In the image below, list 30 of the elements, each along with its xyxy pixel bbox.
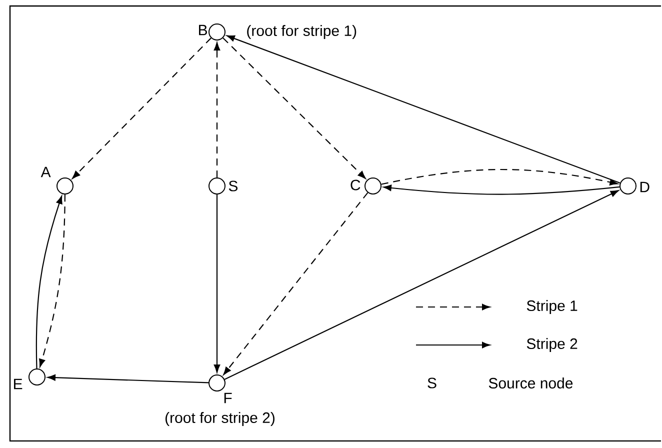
legend-text: Source node [488, 378, 573, 388]
arrow [214, 194, 220, 373]
node-circle [620, 178, 636, 194]
node-letter: S [228, 180, 238, 192]
arrow [381, 168, 618, 186]
node-letter: E [14, 378, 22, 390]
root-note: (root for stripe 1) [247, 25, 356, 39]
node-letter: B [199, 24, 207, 36]
legend-symbol: S [428, 378, 436, 388]
node-circle [208, 24, 226, 40]
arrow [47, 374, 209, 384]
node-letter: D [640, 182, 650, 192]
arrow [383, 184, 620, 195]
node-letter: A [40, 166, 51, 178]
arrow [222, 38, 366, 179]
node-circle [208, 178, 226, 194]
arrow [72, 38, 212, 179]
arrow [223, 192, 368, 375]
arrow [224, 190, 619, 380]
legend-label: Stripe 2 [526, 338, 578, 352]
node-circle [364, 178, 382, 194]
root-note: (root for stripe 2) [166, 412, 274, 426]
node-circle [28, 368, 46, 386]
node-letter: C [350, 180, 360, 190]
node-circle [208, 374, 226, 392]
arrow [214, 42, 220, 178]
node-circle [56, 178, 74, 194]
arrow [226, 35, 620, 184]
node-letter: F [224, 392, 232, 404]
legend-label: Stripe 1 [526, 300, 578, 314]
